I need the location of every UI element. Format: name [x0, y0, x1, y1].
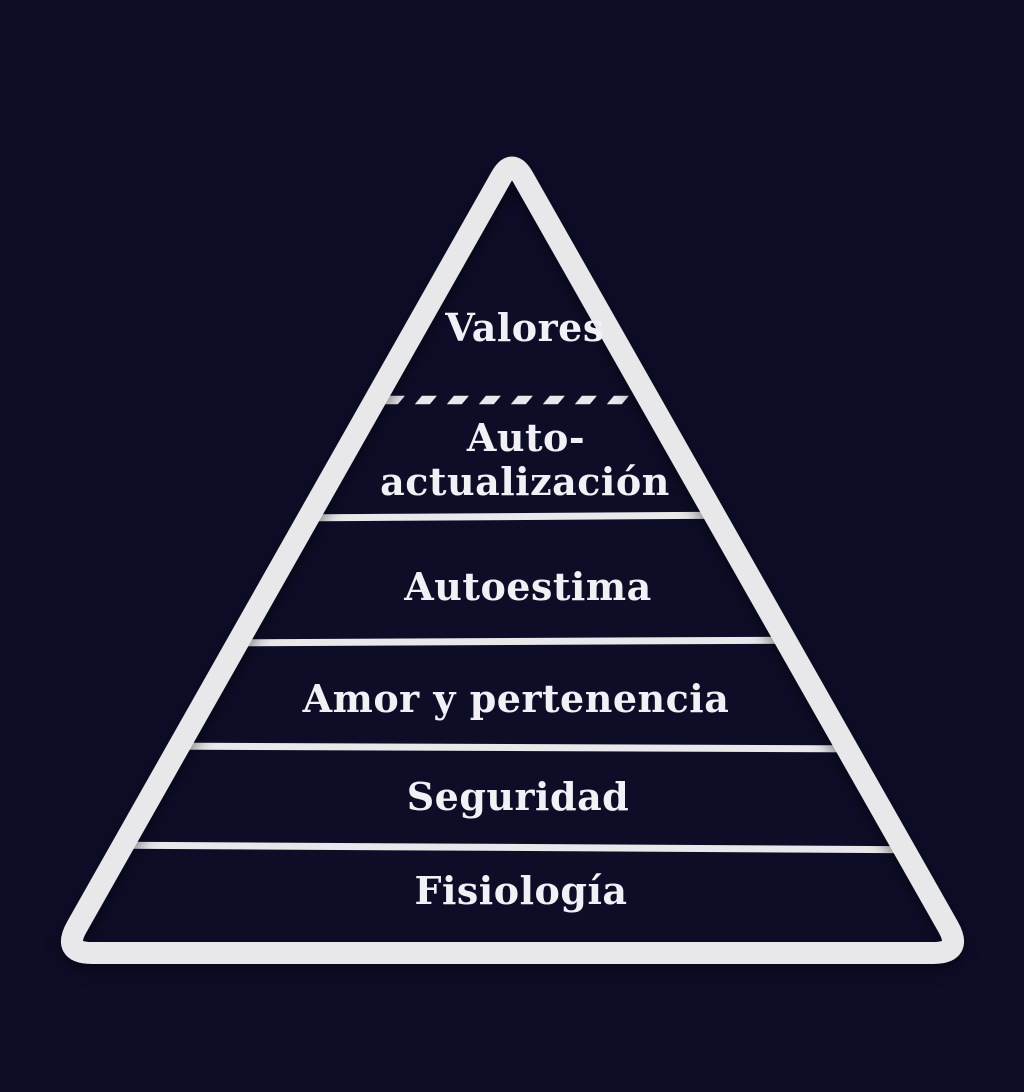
level-label-autoactualizacion-line2: actualización: [380, 459, 670, 504]
level-dividers: [89, 395, 951, 854]
level-label-seguridad: Seguridad: [407, 774, 630, 819]
level-labels: Valores Auto- actualización Autoestima A…: [302, 305, 730, 913]
level-label-autoactualizacion-line1: Auto-: [466, 415, 585, 460]
divider-amor-y-pertenencia: [139, 742, 891, 753]
level-label-valores: Valores: [444, 305, 605, 350]
divider-seguridad: [89, 841, 951, 854]
level-label-fisiologia: Fisiología: [415, 868, 628, 913]
level-label-autoestima: Autoestima: [403, 564, 651, 609]
level-label-amor-y-pertenencia: Amor y pertenencia: [302, 676, 730, 721]
divider-autoestima: [199, 636, 831, 647]
divider-autoactualizacion: [279, 511, 761, 522]
pyramid-outline: [61, 156, 964, 964]
